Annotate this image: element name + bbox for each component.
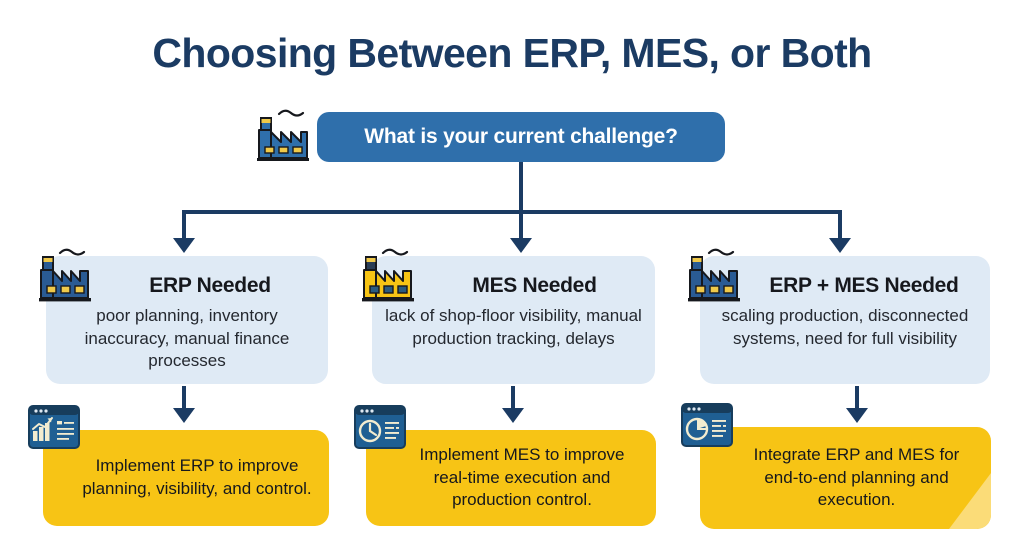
factory-icon-blue-erp [34, 248, 98, 304]
connector-stem [519, 162, 523, 214]
action-text-mes: Implement MES to improve real-time execu… [419, 445, 625, 510]
branch-card-erp[interactable]: ERP Needed poor planning, inventory inac… [46, 256, 328, 384]
action-box-erp-mes[interactable]: Integrate ERP and MES for end-to-end pla… [700, 427, 991, 529]
arrow-down-icon-action-middle [502, 408, 524, 423]
page-title: Choosing Between ERP, MES, or Both [152, 30, 872, 76]
branch-body-mes: lack of shop-floor visibility, manual pr… [385, 306, 642, 348]
connector-branch-right [838, 210, 842, 242]
connector-horizontal-bar [182, 210, 842, 214]
arrow-down-icon-middle [510, 238, 532, 253]
arrow-down-icon-right [829, 238, 851, 253]
arrow-down-icon-action-right [846, 408, 868, 423]
pie-chart-dashboard-icon [681, 403, 733, 447]
question-label: What is your current challenge? [364, 125, 678, 148]
action-text-erp-mes: Integrate ERP and MES for end-to-end pla… [753, 445, 960, 510]
factory-icon-yellow-mes [357, 248, 421, 304]
action-box-mes[interactable]: Implement MES to improve real-time execu… [366, 430, 656, 526]
branch-title-erp: ERP Needed [149, 274, 271, 297]
connector-branch-left [182, 210, 186, 242]
dashboard-chart-icon [28, 405, 80, 449]
connector-branch-middle [519, 210, 523, 242]
branch-title-erp-mes: ERP + MES Needed [769, 274, 959, 297]
branch-body-erp-mes: scaling production, disconnected systems… [721, 306, 969, 348]
arrow-down-icon-left [173, 238, 195, 253]
action-box-erp[interactable]: Implement ERP to improve planning, visib… [43, 430, 329, 526]
branch-title-mes: MES Needed [472, 274, 597, 297]
connector-action-middle [511, 386, 515, 412]
branch-body-erp: poor planning, inventory inaccuracy, man… [84, 306, 290, 371]
factory-icon-blue-erp-mes [683, 248, 747, 304]
connector-action-left [182, 386, 186, 412]
branch-card-mes[interactable]: MES Needed lack of shop-floor visibility… [372, 256, 655, 384]
question-pill[interactable]: What is your current challenge? [317, 112, 725, 162]
action-text-erp: Implement ERP to improve planning, visib… [82, 456, 312, 498]
factory-icon [249, 108, 319, 164]
arrow-down-icon-action-left [173, 408, 195, 423]
connector-action-right [855, 386, 859, 412]
clock-dashboard-icon [354, 405, 406, 449]
branch-card-erp-mes[interactable]: ERP + MES Needed scaling production, dis… [700, 256, 990, 384]
